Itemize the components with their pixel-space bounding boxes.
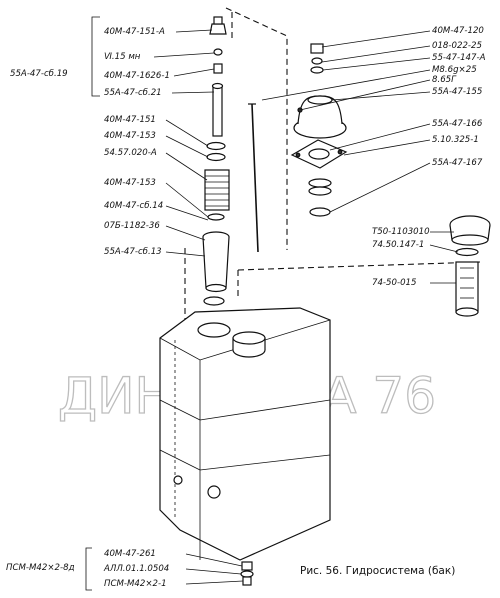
bracket-left-bottom — [85, 547, 92, 591]
breather-housing-part — [293, 95, 347, 139]
label-r8: 5.10.325-1 — [432, 135, 479, 145]
label-l7: 54.57.020-А — [104, 148, 157, 158]
bracket-left-top — [91, 16, 100, 97]
figure-caption: Рис. 56. Гидросистема (бак) — [300, 565, 455, 577]
label-l2: Ⅵ.15 мн — [104, 52, 141, 62]
group-label-left-bottom: ПСМ-М42×2-8д — [6, 563, 75, 573]
dipstick-rod — [248, 103, 259, 253]
breather-tube-part — [211, 82, 224, 137]
label-b3: ПСМ-М42×2-1 — [104, 579, 167, 589]
label-r4: М8.6g×25 — [432, 65, 477, 75]
label-r3: 55-47-147-А — [432, 53, 486, 63]
label-l5: 40М-47-151 — [104, 115, 156, 125]
label-r7: 55А-47-166 — [432, 119, 483, 129]
washer-part — [206, 141, 226, 162]
label-l1: 40М-47-151-А — [104, 27, 165, 37]
label-l3: 40М-47-1626-1 — [104, 71, 170, 81]
hydraulic-tank-body — [159, 307, 331, 561]
label-r6: 55А-47-155 — [432, 87, 482, 97]
filler-strainer-part — [202, 231, 230, 293]
filter-cap-part — [449, 215, 491, 246]
bottom-ring-part — [203, 296, 225, 306]
flange-cover-part — [290, 139, 348, 169]
label-r11: 74.50.147-1 — [372, 240, 424, 250]
group-label-left-top: 55А-47-сб.19 — [10, 69, 68, 79]
assembly-dashed-lines — [184, 7, 481, 330]
label-l9: 40М-47-сб.14 — [104, 201, 163, 211]
gasket-ring-part — [207, 213, 225, 221]
filter-seal-part — [455, 247, 479, 257]
label-l4: 55А-47-сб.21 — [104, 88, 162, 98]
leader-lines-left — [153, 29, 215, 257]
filter-element-part — [455, 261, 479, 317]
label-b2: АЛЛ.01.1.0504 — [103, 564, 169, 574]
spring-filter-part — [204, 169, 230, 211]
leader-lines-right — [261, 30, 459, 284]
label-b1: 40М-47-261 — [104, 549, 156, 559]
plug-part — [213, 63, 223, 74]
small-nut-part — [213, 48, 223, 56]
label-l6: 40М-47-153 — [104, 131, 156, 141]
label-r12: 74-50-015 — [372, 278, 416, 288]
label-r5: 8.65Г — [432, 75, 457, 85]
spring-cup-part — [308, 178, 332, 217]
label-r1: 40М-47-120 — [432, 26, 484, 36]
breather-bolt-part — [310, 43, 324, 74]
label-l8: 40М-47-153 — [104, 178, 156, 188]
label-r9: 55А-47-167 — [432, 158, 483, 168]
filler-cap-part — [209, 16, 227, 35]
label-l10: 07Б-1182-36 — [104, 221, 160, 231]
drain-plug-part — [240, 561, 254, 586]
label-r2: 018-022-25 — [432, 41, 482, 51]
label-r10: Т50-1103010 — [372, 227, 430, 237]
label-l11: 55А-47-сб.13 — [104, 247, 162, 257]
leader-lines-bottom — [185, 553, 244, 585]
